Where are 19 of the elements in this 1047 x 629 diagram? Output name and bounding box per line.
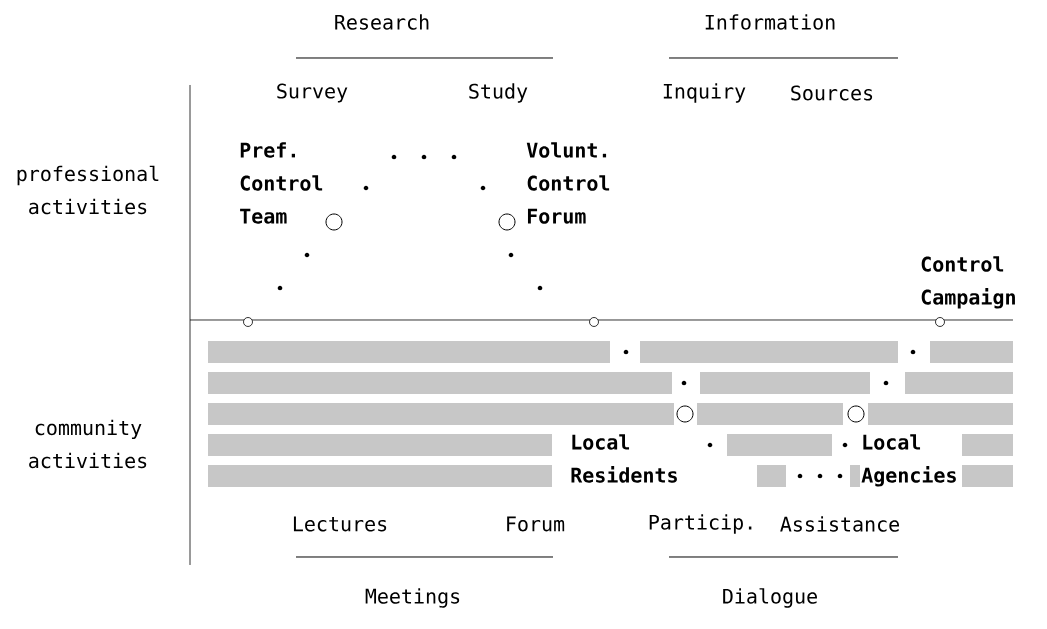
- group-label: Control Campaign: [921, 256, 1015, 309]
- column-heading: Meetings: [365, 588, 460, 608]
- column-label: Forum: [507, 516, 565, 532]
- column-label: Assistance: [780, 516, 899, 532]
- group-label: Local Agencies: [861, 434, 956, 487]
- row-label: community activities: [29, 419, 147, 469]
- column-label: Inquiry: [663, 83, 746, 103]
- column-heading: Research: [335, 14, 429, 30]
- column-label: Sources: [791, 85, 873, 101]
- group-label: Volunt. Control Forum: [526, 142, 610, 224]
- column-heading: Information: [705, 14, 835, 30]
- group-label: Local Residents: [571, 434, 677, 483]
- column-heading: Dialogue: [723, 588, 817, 608]
- column-label: Survey: [277, 83, 348, 103]
- row-label: professional activities: [17, 165, 159, 215]
- column-label: Particip.: [649, 514, 752, 534]
- column-label: Study: [469, 83, 528, 103]
- group-label: Pref. Control Team: [240, 142, 323, 224]
- column-label: Lectures: [293, 516, 387, 532]
